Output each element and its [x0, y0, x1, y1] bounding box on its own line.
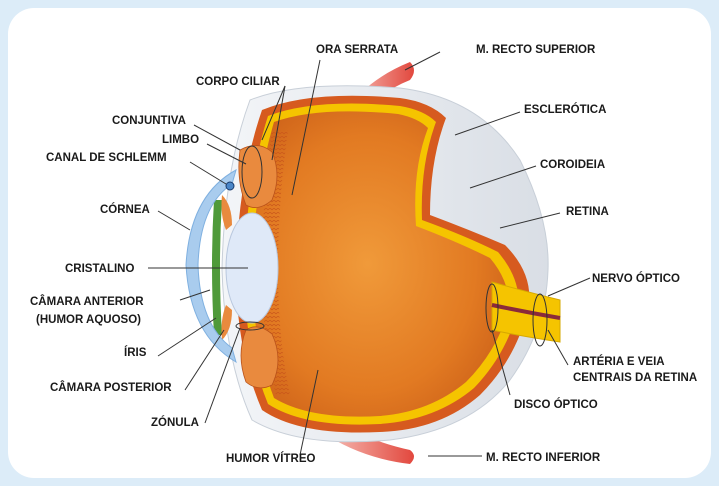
label-esclerotica: ESCLERÓTICA [524, 103, 606, 116]
label-m-recto-inferior: M. RECTO INFERIOR [486, 452, 601, 464]
label-humor-vitreo: HUMOR VÍTREO [226, 452, 316, 465]
label-ora-serrata: ORA SERRATA [316, 44, 398, 56]
label-zonula: ZÓNULA [151, 416, 199, 429]
label-limbo: LIMBO [162, 134, 199, 146]
label-corpo-ciliar: CORPO CILIAR [196, 76, 280, 88]
label-camara-posterior: CÂMARA POSTERIOR [50, 381, 172, 394]
label-nervo-optico: NERVO ÓPTICO [592, 272, 680, 285]
label-conjuntiva: CONJUNTIVA [112, 115, 186, 127]
label-arteria-veia: ARTÉRIA E VEIA [573, 355, 665, 368]
label-retina: RETINA [566, 206, 609, 218]
label-m-recto-superior: M. RECTO SUPERIOR [476, 44, 596, 56]
label-coroideia: COROIDEIA [540, 159, 605, 171]
label-canal-schlemm: CANAL DE SCHLEMM [46, 152, 167, 164]
schlemm-canal-marker [226, 182, 234, 190]
label-disco-optico: DISCO ÓPTICO [514, 398, 598, 411]
label-iris: ÍRIS [124, 346, 147, 359]
label-cornea: CÓRNEA [100, 203, 150, 216]
label-humor-aquoso: (HUMOR AQUOSO) [36, 314, 141, 326]
label-cristalino: CRISTALINO [65, 263, 134, 275]
label-centrais-retina: CENTRAIS DA RETINA [573, 372, 697, 384]
ciliary-body-lower [241, 327, 278, 388]
label-camara-anterior: CÂMARA ANTERIOR [30, 295, 144, 308]
